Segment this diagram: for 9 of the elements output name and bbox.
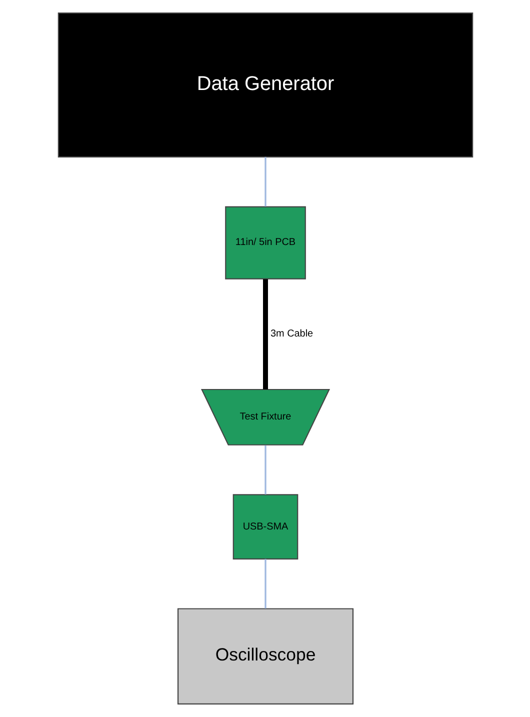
connector (264, 157, 266, 206)
edge-label: 3m Cable (270, 328, 313, 340)
node-box: USB-SMA (232, 494, 298, 560)
node-box: 11in/ 5in PCB (224, 206, 306, 280)
node-box: Oscilloscope (176, 608, 354, 705)
connector (264, 559, 266, 609)
connector (264, 445, 266, 494)
connector (262, 279, 268, 390)
node-box: Data Generator (57, 12, 473, 158)
